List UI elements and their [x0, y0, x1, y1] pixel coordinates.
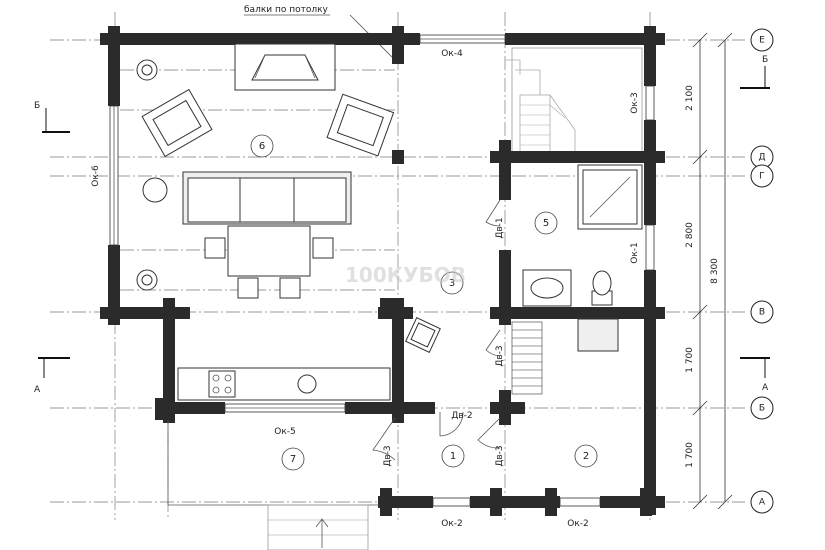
room-5-number: 5: [543, 218, 549, 229]
axis-a-bubble: [750, 490, 774, 514]
living-room-furniture: [136, 43, 395, 299]
staircase: [505, 47, 643, 153]
window-ok6-label: Ок-6: [91, 165, 101, 187]
axis-v-label: В: [759, 308, 765, 318]
room-2-number: 2: [583, 451, 589, 462]
door-db3-right-label: Дв-3: [495, 445, 505, 466]
section-markers: Б Б А А: [34, 55, 770, 395]
section-b-left-label: Б: [34, 101, 40, 111]
axis-bubbles: Е Д Г В Б А: [750, 28, 774, 514]
dim-8300-total: 8 300: [710, 258, 720, 284]
watermark-text: 100КУБОВ: [345, 263, 466, 287]
dim-1700-lower: 1 700: [685, 442, 695, 468]
door-db3-left-label: Дв-3: [383, 445, 393, 466]
window-ok2-right-label: Ок-2: [567, 519, 589, 529]
porch-steps: [167, 420, 380, 550]
window-ok1-label: Ок-1: [630, 242, 640, 264]
door-db3-mid-label: Дв-3: [495, 345, 505, 366]
beams-note: балки по потолку: [244, 5, 329, 15]
axis-v-bubble: [750, 300, 774, 324]
axis-g-label: Г: [759, 172, 765, 182]
room-3-number: 3: [449, 278, 455, 289]
room3-fixtures: [405, 317, 543, 395]
axis-d-label: Д: [758, 153, 765, 163]
section-a-left-label: А: [34, 385, 41, 395]
window-frames: [109, 34, 655, 507]
room-1-number: 1: [450, 451, 456, 462]
walls: [100, 26, 665, 516]
watermark-logo: 100КУБОВ: [345, 263, 466, 287]
room-7-number: 7: [290, 454, 296, 465]
window-labels: Ок-4 Ок-3 Ок-6 Ок-1 Ок-5 Ок-2 Ок-2: [91, 49, 640, 529]
door-db1-label: Дв-1: [495, 217, 505, 238]
door-labels: Дв-1 Дв-3 Дв-2 Дв-3 Дв-3: [383, 217, 505, 466]
kitchen-furniture: [177, 367, 391, 401]
section-b-right-label: Б: [762, 55, 768, 65]
axis-e-label: Е: [759, 36, 765, 46]
axis-a-label: А: [759, 498, 766, 508]
bathroom-furniture: [522, 164, 643, 352]
room-6-number: 6: [259, 141, 265, 152]
axis-e-bubble: [750, 28, 774, 52]
room-numbers: 6 5 3 7 1 2: [250, 134, 598, 471]
dim-1700-upper: 1 700: [685, 347, 695, 373]
axis-b-bubble: [750, 396, 774, 420]
dim-2100: 2 100: [685, 85, 695, 111]
section-a-right-label: А: [762, 383, 769, 393]
window-ok4-label: Ок-4: [441, 49, 463, 59]
axis-g-bubble: [750, 164, 774, 188]
door-swings: [372, 199, 501, 461]
window-ok5-label: Ок-5: [274, 427, 296, 437]
door-db2-label: Дв-2: [451, 411, 472, 421]
window-ok3-label: Ок-3: [630, 92, 640, 114]
dimension-chain: 2 100 2 800 1 700 1 700 8 300: [685, 32, 733, 510]
axis-b-label: Б: [759, 404, 765, 414]
window-ok2-left-label: Ок-2: [441, 519, 463, 529]
dim-2800: 2 800: [685, 222, 695, 248]
